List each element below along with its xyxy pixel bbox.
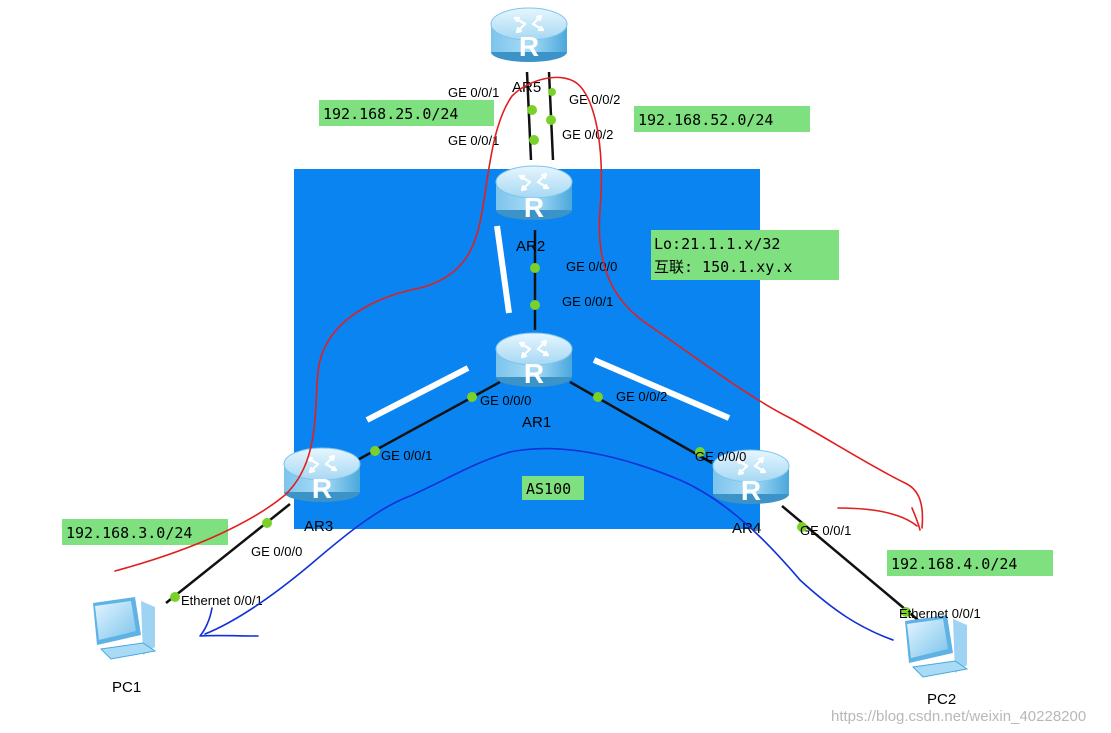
port-ar4-g000: GE 0/0/0 [695,449,746,464]
pc2-name: PC2 [927,691,956,708]
white-marker-bars [365,225,731,423]
as-label: AS100 [526,480,571,498]
router-ar2-name: AR2 [516,238,545,255]
info-box-line1: Lo:21.1.1.x/32 [654,235,780,253]
as-label-box [522,476,584,500]
watermark: https://blog.csdn.net/weixin_40228200 [831,708,1086,725]
router-ar4-name: AR4 [732,520,761,537]
port-ar4-g001: GE 0/0/1 [800,523,851,538]
router-ar1-name: AR1 [522,414,551,431]
subnet-ar3-pc1: 192.168.3.0/24 [66,524,192,542]
port-ar3-g001: GE 0/0/1 [381,448,432,463]
port-ar2-g002: GE 0/0/2 [562,127,613,142]
red-handdrawn-path [114,76,924,572]
pc1-name: PC1 [112,679,141,696]
subnet-labels: 192.168.25.0/24 192.168.52.0/24 192.168.… [62,100,1053,576]
port-ar2-g000: GE 0/0/0 [566,259,617,274]
port-ar1-g002: GE 0/0/2 [616,389,667,404]
router-ar3-name: AR3 [304,518,333,535]
port-ar1-g001: GE 0/0/1 [562,294,613,309]
info-box-line2: 互联: 150.1.xy.x [654,258,792,276]
port-ar5-g001: GE 0/0/1 [448,85,499,100]
router-ar2-glyph: R [524,192,544,223]
port-ar5-g002: GE 0/0/2 [569,92,620,107]
router-ar1-glyph: R [524,358,544,389]
router-ar4-glyph: R [741,475,761,506]
port-ar2-g001: GE 0/0/1 [448,133,499,148]
port-pc1-eth: Ethernet 0/0/1 [181,593,263,608]
port-ar1-g000: GE 0/0/0 [480,393,531,408]
port-pc2-eth: Ethernet 0/0/1 [899,606,981,621]
link-ar5-ar2-left [525,71,533,161]
router-ar3-glyph: R [312,473,332,504]
subnet-ar5-ar2-left: 192.168.25.0/24 [323,105,458,123]
router-ar5-name: AR5 [512,79,541,96]
subnet-ar4-pc2: 192.168.4.0/24 [891,555,1017,573]
blue-handdrawn-path [199,447,894,641]
pc2-icon[interactable] [904,614,968,678]
subnet-ar5-ar2-right: 192.168.52.0/24 [638,111,773,129]
port-dots [170,88,911,617]
pc1-icon[interactable] [92,596,156,660]
port-labels: GE 0/0/1 GE 0/0/2 GE 0/0/1 GE 0/0/2 GE 0… [181,85,981,621]
port-ar3-g000: GE 0/0/0 [251,544,302,559]
router-ar5-glyph: R [519,31,539,62]
info-box [651,230,839,280]
